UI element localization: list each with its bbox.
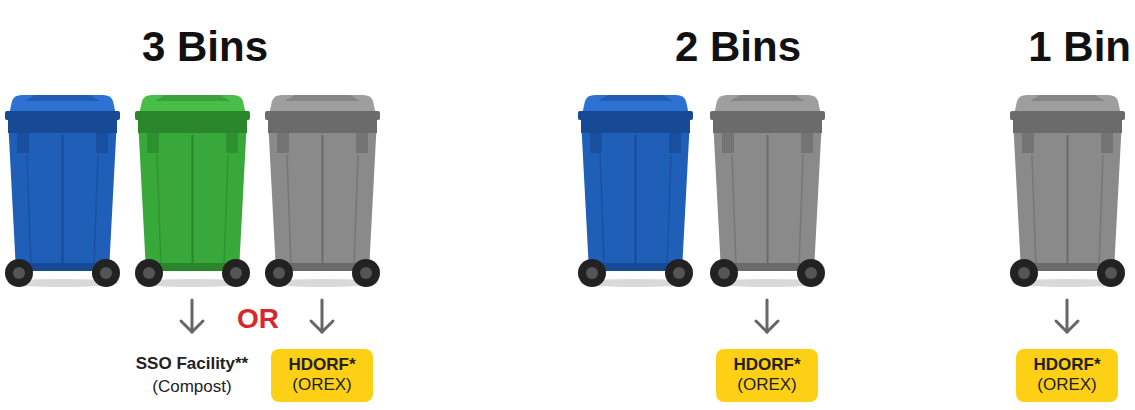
green-bin [135, 95, 250, 287]
or-label: OR [237, 302, 279, 336]
blue-bin [578, 95, 693, 287]
blue-bin [5, 95, 120, 287]
facility-code: HDORF* [1026, 355, 1108, 375]
facility-code: HDORF* [726, 355, 808, 375]
facility-label: SSO Facility** [136, 354, 248, 374]
facility-process: (OREX) [1026, 375, 1108, 395]
bin-count-heading: 2 Bins [675, 22, 801, 72]
facility-note: (Compost) [152, 377, 231, 397]
facility-process: (OREX) [726, 375, 808, 395]
bin-count-heading: 3 Bins [142, 22, 268, 72]
down-arrow [181, 300, 203, 332]
facility-process: (OREX) [281, 375, 363, 395]
destination-box: HDORF*(OREX) [271, 349, 373, 402]
grey-bin [1010, 95, 1125, 287]
bin-count-heading: 1 Bin [1028, 22, 1131, 72]
grey-bin [710, 95, 825, 287]
down-arrow [311, 300, 333, 332]
facility-code: HDORF* [281, 355, 363, 375]
down-arrow [1056, 300, 1078, 332]
destination-box: HDORF*(OREX) [716, 349, 818, 402]
grey-bin [265, 95, 380, 287]
destination-box: HDORF*(OREX) [1016, 349, 1118, 402]
down-arrow [756, 300, 778, 332]
